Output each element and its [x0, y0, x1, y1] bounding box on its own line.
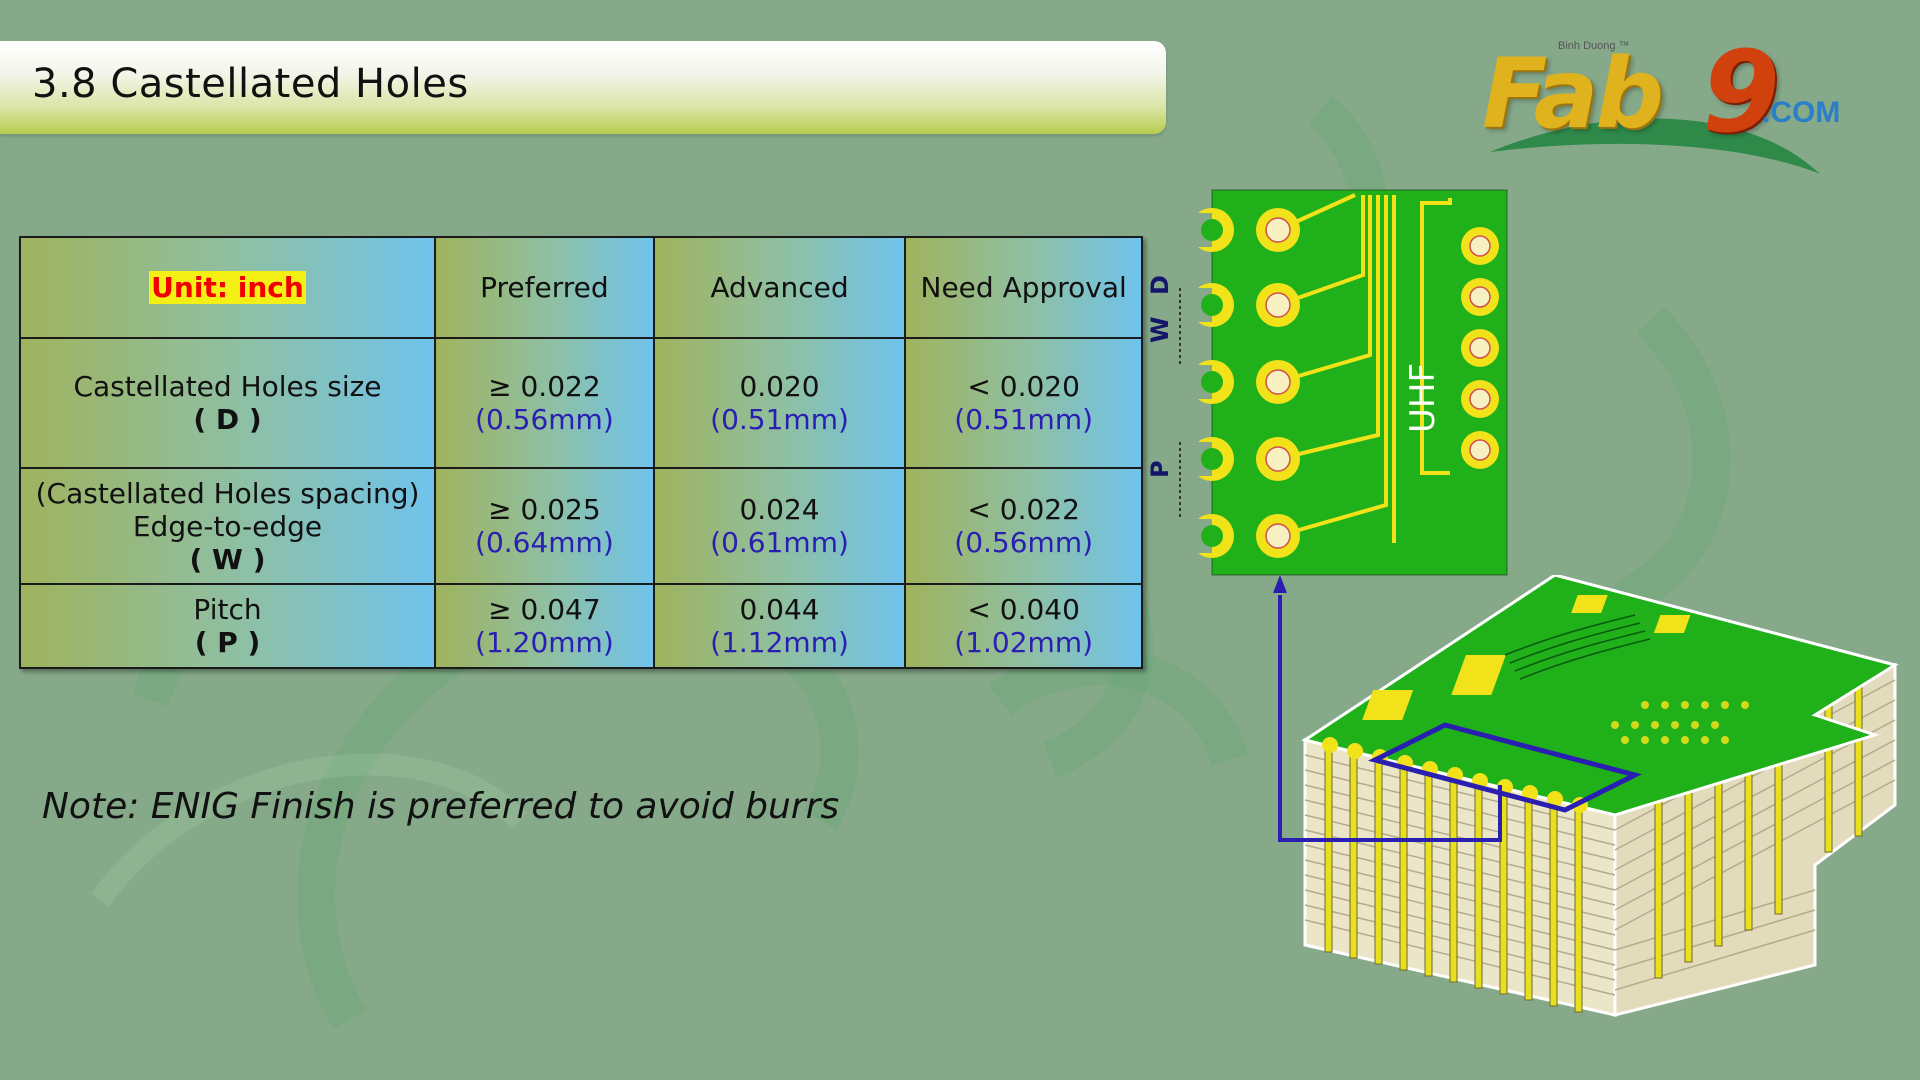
- pcb-module-3d-view: [1273, 575, 1899, 1017]
- dimension-label-p: P: [1150, 460, 1174, 478]
- callout-arrow: [1278, 595, 1502, 842]
- table-cell: ≥ 0.022 (0.56mm): [434, 337, 655, 469]
- column-header-need-approval: Need Approval: [904, 236, 1143, 339]
- table-row: Castellated Holes size ( D ) ≥ 0.022 (0.…: [18, 337, 1143, 469]
- cell-value: < 0.020: [967, 370, 1080, 403]
- castellated-pads: [1180, 208, 1234, 558]
- row-label-line: Pitch: [193, 593, 262, 626]
- table-header-row: Unit: inch Preferred Advanced Need Appro…: [18, 236, 1143, 339]
- table-cell: ≥ 0.025 (0.64mm): [434, 467, 655, 585]
- column-header-preferred: Preferred: [434, 236, 655, 339]
- cell-mm: (1.02mm): [954, 626, 1094, 659]
- column-header-advanced: Advanced: [652, 236, 907, 339]
- table-cell: < 0.020 (0.51mm): [904, 337, 1143, 469]
- cell-value: < 0.040: [967, 593, 1080, 626]
- cell-mm: (1.20mm): [475, 626, 614, 659]
- title-bar: 3.8 Castellated Holes: [0, 41, 1166, 134]
- row-label-pitch: Pitch ( P ): [18, 583, 437, 669]
- table-row: (Castellated Holes spacing) Edge-to-edge…: [18, 467, 1143, 585]
- cell-mm: (0.61mm): [710, 526, 849, 559]
- row-symbol: ( P ): [194, 626, 261, 659]
- unit-label: Unit: inch: [149, 271, 306, 304]
- dimension-label-w: W: [1150, 317, 1174, 343]
- dimension-label-d: D: [1150, 275, 1174, 295]
- cell-value: ≥ 0.025: [488, 493, 601, 526]
- slide-title: 3.8 Castellated Holes: [32, 61, 469, 107]
- row-symbol: ( W ): [189, 542, 266, 576]
- table-cell: < 0.022 (0.56mm): [904, 467, 1143, 585]
- castellated-holes-spec-table: Unit: inch Preferred Advanced Need Appro…: [18, 236, 1143, 669]
- cell-mm: (0.56mm): [475, 403, 614, 436]
- row-label-line: (Castellated Holes spacing): [35, 476, 420, 510]
- cell-value: 0.020: [739, 370, 820, 403]
- logo-word: Fab: [1482, 38, 1664, 150]
- enig-note: Note: ENIG Finish is preferred to avoid …: [42, 786, 840, 827]
- table-cell: 0.024 (0.61mm): [652, 467, 907, 585]
- table-cell: < 0.040 (1.02mm): [904, 583, 1143, 669]
- cell-value: ≥ 0.047: [488, 593, 601, 626]
- row-label-size: Castellated Holes size ( D ): [18, 337, 437, 469]
- table-cell: ≥ 0.047 (1.20mm): [434, 583, 655, 669]
- module-top-surface: [1301, 575, 1899, 817]
- cell-value: 0.024: [739, 493, 820, 526]
- cell-mm: (0.51mm): [710, 403, 849, 436]
- row-symbol: ( D ): [193, 403, 262, 436]
- uhf-label: UHF: [1403, 363, 1443, 433]
- row-label-spacing: (Castellated Holes spacing) Edge-to-edge…: [18, 467, 437, 585]
- table-row: Pitch ( P ) ≥ 0.047 (1.20mm) 0.044 (1.12…: [18, 583, 1143, 669]
- cell-value: 0.044: [739, 593, 820, 626]
- cell-mm: (0.64mm): [475, 526, 614, 559]
- castellated-pcb-top-view: UHF D W P: [1150, 189, 1508, 576]
- via-pads: [1256, 208, 1499, 558]
- callout-arrow-head-icon: [1273, 575, 1287, 593]
- logo-number: 9: [1702, 28, 1780, 158]
- unit-header-cell: Unit: inch: [18, 236, 437, 339]
- cell-value: < 0.022: [967, 493, 1080, 526]
- cell-mm: (1.12mm): [710, 626, 849, 659]
- logo-tagline: Binh Duong ™: [1558, 40, 1630, 52]
- row-label-line: Castellated Holes size: [73, 370, 382, 403]
- table-cell: 0.020 (0.51mm): [652, 337, 907, 469]
- table-cell: 0.044 (1.12mm): [652, 583, 907, 669]
- cell-mm: (0.51mm): [954, 403, 1094, 436]
- row-label-line: Edge-to-edge: [132, 509, 323, 543]
- cell-value: ≥ 0.022: [488, 370, 601, 403]
- logo-domain: .COM: [1762, 96, 1841, 129]
- cell-mm: (0.56mm): [954, 526, 1094, 559]
- logo-swoosh-icon: [1490, 118, 1820, 174]
- fab9-logo: Fab 9 Binh Duong ™ .COM: [1470, 24, 1870, 174]
- module-side-layers: [1303, 662, 1897, 1017]
